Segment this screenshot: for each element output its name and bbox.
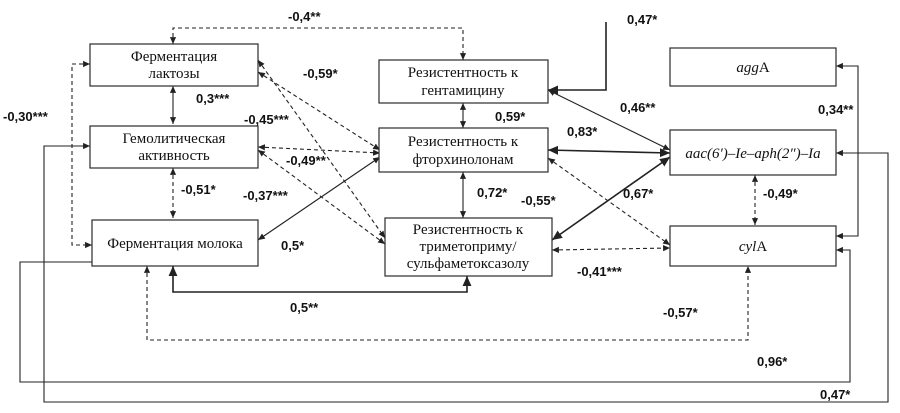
coef-milk-cylA: -0,57* — [663, 305, 699, 320]
coef-lactose-gentamicin: -0,4** — [288, 9, 321, 24]
node-lactose: Ферментация лактозы — [89, 43, 259, 87]
coef-hemolytic-fluoroquinolones: -0,49** — [286, 153, 327, 168]
node-aac-label: aac(6′)–Ie–aph(2″)–Ia — [685, 146, 820, 162]
edge-lactose-gentamicin — [169, 27, 467, 60]
edge-milk-cylA — [143, 266, 752, 341]
node-aac: aac(6′)–Ie–aph(2″)–Ia — [669, 129, 837, 176]
node-hemolytic-line1: Гемолитическая — [123, 131, 226, 147]
node-gentamicin: Резистентность к гентамицину — [378, 59, 549, 104]
node-fluoroquinolones-line1: Резистентность к — [408, 134, 519, 150]
node-milk: Ферментация молока — [91, 219, 259, 267]
node-fluoroquinolones-line2: фторхинолонам — [412, 152, 514, 168]
coef-milk-trimethoprim: 0,5** — [290, 300, 319, 315]
edge-hemolytic-aac — [43, 142, 889, 403]
edge-aac-gentamicin — [547, 89, 671, 151]
edge-aggA-gentamicin — [548, 22, 607, 95]
node-cylA: cylA — [669, 225, 837, 267]
edge-milk-cylA-long — [19, 246, 851, 383]
node-hemolytic: Гемолитическая активность — [89, 125, 259, 169]
node-lactose-line1: Ферментация — [131, 49, 217, 65]
coef-lactose-milk: -0,30*** — [3, 109, 49, 124]
edge-aggA-cylA — [836, 62, 859, 240]
node-gentamicin-line2: гентамицину — [421, 83, 505, 99]
coef-hemolytic-trimethoprim: -0,37*** — [243, 188, 289, 203]
coef-gentamicin-fluoroquinolones: 0,59* — [495, 109, 526, 124]
node-hemolytic-line2: активность — [138, 148, 210, 164]
edge-aac-fluoroquinolones — [547, 145, 671, 158]
coef-lactose-fluoroquinolones: -0,45*** — [244, 112, 290, 127]
coef-aac-fluoroquinolones: 0,83* — [567, 124, 598, 139]
node-aggA: aggA — [669, 47, 837, 87]
coef-aac-cylA: -0,49* — [763, 186, 799, 201]
coef-fluoroquinolones-trimethoprim: 0,72* — [477, 185, 508, 200]
coef-fluoroquinolones-cylA: -0,55* — [521, 193, 557, 208]
coef-aac-trimethoprim: 0,67* — [623, 186, 654, 201]
node-gentamicin-line1: Резистентность к — [408, 65, 519, 81]
node-aggA-label: aggA — [736, 60, 770, 76]
node-milk-line1: Ферментация молока — [107, 236, 243, 252]
coef-lactose-trimethoprim: -0,59* — [303, 66, 339, 81]
coef-gentamicin-aggA: 0,47* — [627, 12, 658, 27]
coef-aggA-cylA: 0,34** — [818, 102, 854, 117]
coef-aac-gentamicin: 0,46** — [620, 100, 656, 115]
node-lactose-line2: лактозы — [148, 66, 199, 82]
coef-trimethoprim-cylA: -0,41*** — [577, 264, 623, 279]
coef-hemolytic-cylA: 0,47* — [820, 387, 851, 402]
edge-lactose-fluoroquinolones — [257, 71, 381, 151]
edge-trimethoprim-cylA — [551, 245, 671, 253]
coef-milk-aac: 0,96* — [757, 354, 788, 369]
edge-fluoroquinolones-cylA — [547, 157, 671, 246]
node-trimethoprim-line3: сульфаметоксазолу — [407, 256, 530, 272]
node-cylA-label: cylA — [739, 239, 767, 255]
node-trimethoprim-line1: Резистентность к — [413, 222, 524, 238]
edge-lactose-milk — [71, 60, 92, 249]
edge-lactose-trimethoprim — [257, 59, 386, 239]
node-trimethoprim-line2: триметоприму/ — [420, 239, 518, 255]
edge-milk-trimethoprim — [168, 266, 472, 293]
edge-milk-fluoroquinolones — [257, 156, 381, 241]
coef-lactose-hemolytic: 0,3*** — [196, 91, 230, 106]
coef-hemolytic-milk: -0,51* — [181, 182, 217, 197]
node-trimethoprim: Резистентность к триметоприму/ сульфамет… — [384, 217, 553, 277]
coef-milk-fluoroquinolones: 0,5* — [281, 238, 305, 253]
node-fluoroquinolones: Резистентность к фторхинолонам — [378, 127, 549, 173]
